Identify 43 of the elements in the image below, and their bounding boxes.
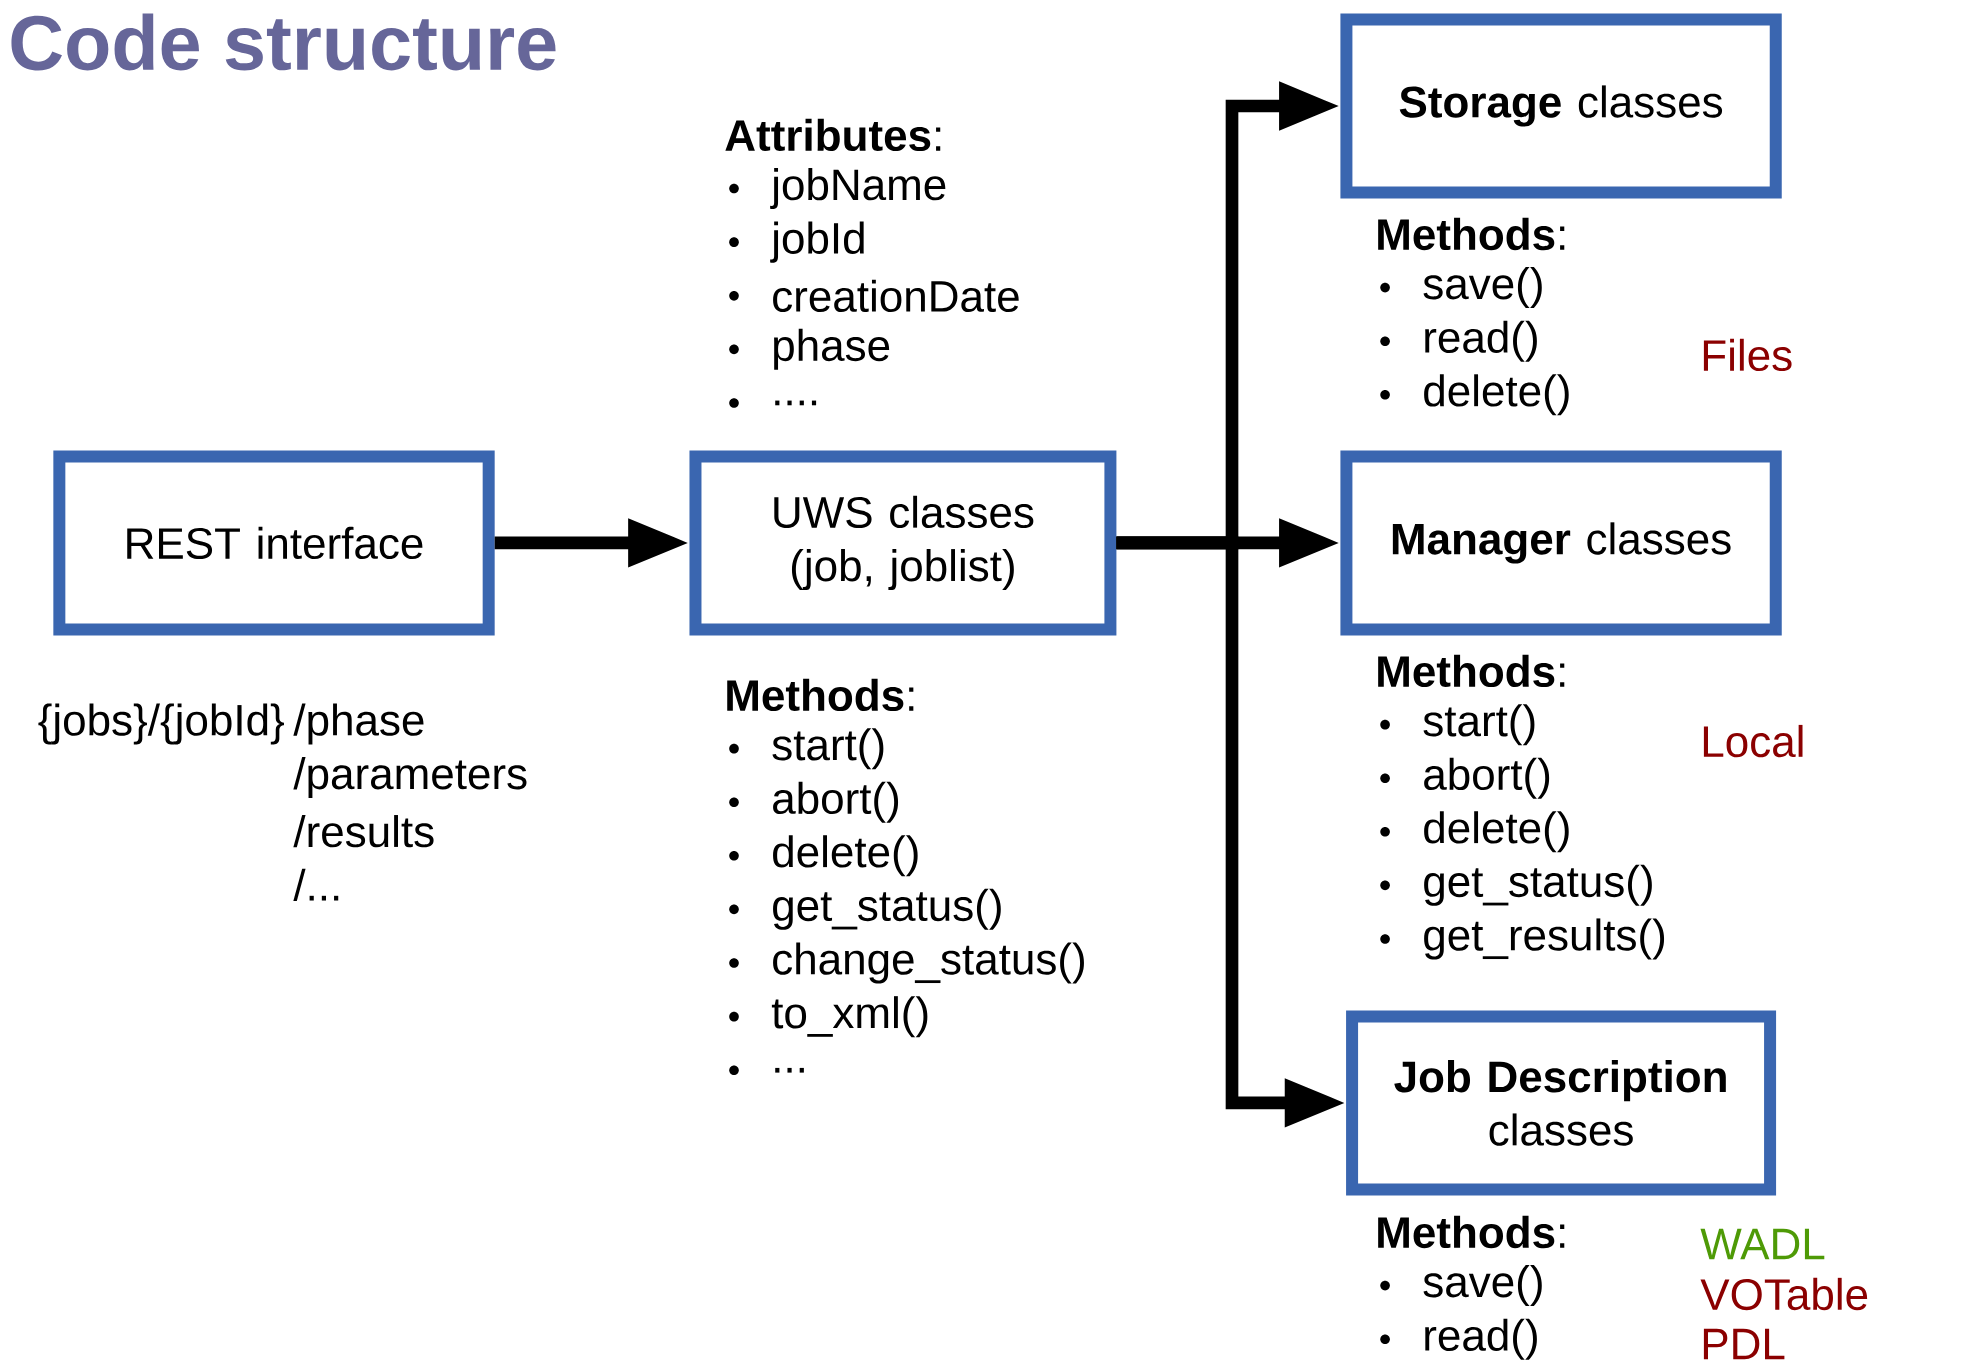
- list-item: to_xml(): [729, 996, 928, 1038]
- path-text: /...: [293, 868, 339, 901]
- list-item: phase: [729, 328, 890, 370]
- list-item: save(): [1380, 267, 1542, 309]
- list-item: start(): [1380, 704, 1535, 746]
- note-text: PDL: [1703, 1328, 1785, 1360]
- path-text: /phase: [293, 703, 424, 745]
- class-box: Job Description classes: [1346, 1010, 1777, 1196]
- list-item: get_results(): [1380, 918, 1665, 960]
- list-item: jobName: [729, 168, 946, 210]
- list-heading: Methods:: [1378, 1215, 1565, 1249]
- list-item: ....: [729, 398, 817, 408]
- list-item: read(): [1380, 320, 1537, 362]
- list-item: abort(): [1380, 757, 1550, 799]
- list-heading: Attributes:: [725, 118, 941, 152]
- list-item: abort(): [729, 781, 899, 823]
- list-heading: Methods:: [1378, 654, 1565, 688]
- class-box: UWS classes (job, joblist): [689, 450, 1117, 636]
- list-item: get_status(): [729, 888, 1001, 930]
- list-item: ...: [729, 1065, 804, 1076]
- path-text: /parameters: [293, 757, 527, 799]
- list-heading: Methods:: [1378, 217, 1565, 251]
- list-item: save(): [1380, 1265, 1542, 1307]
- list-item: delete(): [1380, 811, 1569, 853]
- title: Code structure: [11, 13, 556, 71]
- note-text: VOTable: [1700, 1277, 1868, 1311]
- path-text: {jobs}/{jobId}: [38, 703, 284, 745]
- note-text: Files: [1703, 338, 1792, 372]
- list-item: start(): [729, 728, 884, 770]
- list-item: delete(): [729, 835, 918, 877]
- path-text: /results: [293, 815, 434, 848]
- class-box: Storage classes: [1340, 13, 1782, 199]
- list-item: jobId: [729, 221, 864, 263]
- interface-box: REST interface: [53, 450, 495, 636]
- list-item: delete(): [1380, 374, 1569, 416]
- note-text: WADL: [1700, 1228, 1825, 1260]
- list-item: read(): [1380, 1318, 1537, 1360]
- note-text: Local: [1703, 724, 1803, 758]
- list-heading: Methods:: [727, 678, 914, 712]
- list-item: change_status(): [729, 942, 1084, 984]
- list-item: creationDate: [729, 279, 1019, 312]
- class-box: Manager classes: [1340, 450, 1782, 636]
- list-item: get_status(): [1380, 864, 1652, 906]
